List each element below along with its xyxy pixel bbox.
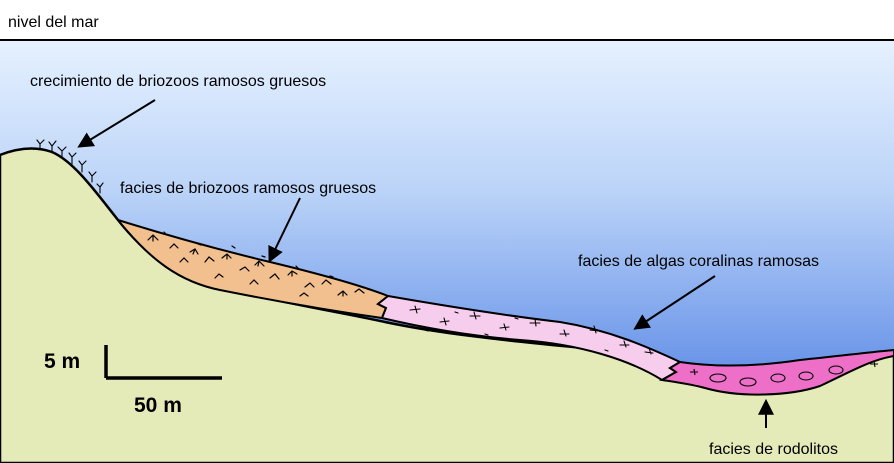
vertical-scale-label: 5 m xyxy=(44,350,80,373)
growth-label: crecimiento de briozoos ramosos gruesos xyxy=(30,73,326,90)
horizontal-scale-label: 50 m xyxy=(134,394,182,417)
algae-facies-label: facies de algas coralinas ramosas xyxy=(578,253,819,270)
rhodolith-facies-label: facies de rodolitos xyxy=(709,441,838,458)
bryozoan-facies-label: facies de briozoos ramosos gruesos xyxy=(120,180,376,197)
sea-level-label: nivel del mar xyxy=(8,14,99,31)
